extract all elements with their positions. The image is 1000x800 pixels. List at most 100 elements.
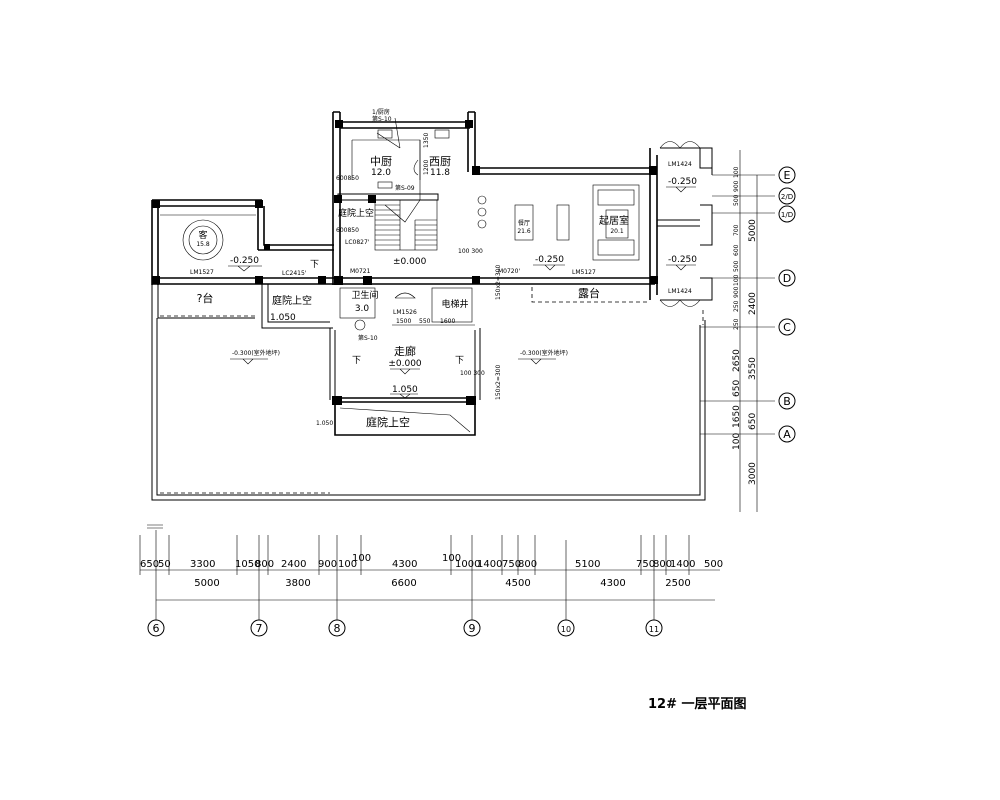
stair-calc-lower: 150x2=300: [495, 365, 502, 400]
site-outline: -0.300(室外地坪) -0.300(室外地坪): [151, 284, 706, 501]
stair-level: ±0.000: [393, 257, 427, 267]
dim-bottom: 800: [255, 559, 274, 570]
room-name-terrace: 露台: [578, 286, 600, 300]
axis-label-e: E: [784, 169, 791, 182]
dim-bottom-total: 4300: [600, 578, 625, 589]
dim-bottom: 3300: [190, 559, 215, 570]
axis-label-c: C: [783, 321, 791, 334]
dim-bottom: 5100: [575, 559, 600, 570]
dim-bottom-total: 5000: [194, 578, 219, 589]
dim-right: 250: [733, 318, 740, 330]
right-dimensions: 100 900 500 700 600 500 100 900 250 250 …: [700, 150, 796, 512]
dim-bottom: 800: [653, 559, 672, 570]
room-area-bathroom: 3.0: [355, 304, 370, 314]
lower-left-rooms: ?台 庭院上空 1.050 卫生间 3.0 第S-10 LM1526 1500 …: [157, 284, 475, 342]
axis-label-11: 11: [649, 625, 659, 634]
dim-bottom: 750: [636, 559, 655, 570]
dim-right: 700: [733, 224, 740, 236]
room-name-courtyard-void-bottom: 庭院上空: [366, 415, 410, 429]
down-label-3: 下: [455, 356, 464, 366]
dim-bottom: 650: [140, 559, 159, 570]
dim-right: 900: [733, 180, 740, 192]
down-label-1: 下: [310, 260, 319, 270]
dim-bottom: 1400: [670, 559, 695, 570]
room-name-dining: 餐厅: [518, 219, 530, 227]
level-courtyard-bottom: 1.050: [316, 420, 333, 427]
opening-lm1424-bottom: LM1424: [668, 288, 692, 295]
room-name-elevator-shaft: 电梯井: [441, 298, 468, 310]
dim-bottom-total: 6600: [391, 578, 416, 589]
room-name-courtyard-void-left: 庭院上空: [272, 294, 312, 307]
dim-right-total: 5000: [748, 219, 758, 242]
dim-right-total: 650: [748, 413, 758, 430]
dim-bottom: 500: [704, 559, 723, 570]
dim-bottom: 1400: [477, 559, 502, 570]
axis-label-7: 7: [256, 622, 263, 635]
opening-lc0827: LC0827': [345, 239, 370, 246]
opening-lm1424-top: LM1424: [668, 161, 692, 168]
level-left-terrace: -0.250: [230, 256, 259, 266]
dim-right: 600: [733, 244, 740, 256]
dim-bottom: 100: [338, 559, 357, 570]
room-name-chinese-kitchen: 中厨: [370, 155, 392, 168]
dim-right: 900: [733, 286, 740, 298]
axis-label-6: 6: [153, 622, 160, 635]
opening-600850-a: 600850: [336, 175, 359, 182]
dim-right-total: 3000: [748, 462, 758, 485]
opening-600850-b: 600850: [336, 227, 359, 234]
axis-label-1d: 1/D: [781, 211, 793, 219]
room-name-western-kitchen: 西厨: [429, 155, 451, 168]
room-name-courtyard-void-small: 庭院上空: [338, 207, 374, 219]
axis-label-a: A: [783, 428, 791, 441]
room-area-living: 20.1: [610, 228, 624, 235]
axis-label-2d: 2/D: [781, 193, 793, 201]
corridor-block: 走廊 ±0.000 下 下 1.050 庭院上空 1.050 100 300 1…: [316, 248, 502, 436]
bottom-dimensions: 650 50 3300 1050 800 2400 900 100 4300 1…: [139, 524, 723, 637]
level-outdoor-right: -0.300(室外地坪): [520, 349, 568, 357]
opening-lm5127: LM5127: [572, 269, 596, 276]
stair-calc-upper: 150x2=300: [495, 265, 502, 300]
opening-lm1526: LM1526: [393, 309, 417, 316]
drawing-title: 12# 一层平面图: [648, 697, 747, 712]
room-area-dining: 21.6: [517, 228, 531, 235]
room-area-chinese-kitchen: 12.0: [371, 168, 391, 178]
dim-1200: 1200: [423, 160, 430, 175]
living-room-block: 餐厅 21.6 起居室 20.1 -0.250 露台: [472, 166, 657, 303]
opening-m0721: M0721: [350, 268, 371, 275]
room-name-balcony: ?台: [197, 291, 214, 305]
axis-label-d: D: [783, 272, 791, 285]
dim-bottom-top: 100: [352, 553, 371, 564]
room-name-corridor: 走廊: [394, 344, 416, 358]
room-name-bathroom: 卫生间: [351, 289, 378, 301]
opening-lc2415: LC2415': [282, 270, 307, 277]
stair-area: 庭院上空 600850 LC0827' ±0.000: [334, 193, 439, 267]
right-bay: LM1424 LM1424 -0.250 -0.250: [649, 141, 713, 307]
dim-bottom-total: 2500: [665, 578, 690, 589]
room-name-living: 起居室: [599, 214, 629, 227]
level-corridor-edge: 1.050: [392, 385, 418, 395]
note-ms: 第S-10: [372, 115, 392, 123]
stair-dims-upper: 100 300: [458, 248, 483, 255]
dim-bottom-total: 4500: [505, 578, 530, 589]
dim-bottom: 1050: [235, 559, 260, 570]
room-area-guest: 15.8: [196, 241, 210, 248]
note-ms3: 第S-10: [358, 334, 378, 342]
dim-bottom: 4300: [392, 559, 417, 570]
dim-right: 100: [733, 166, 740, 178]
note-kitchen: 1/厨房: [372, 108, 390, 116]
dim-right-total: 2400: [748, 292, 758, 315]
dim-right-total: 3550: [748, 357, 758, 380]
level-courtyard-left: 1.050: [270, 313, 296, 323]
dim-right: 250: [733, 300, 740, 312]
down-label-2: 下: [352, 356, 361, 366]
opening-m0720: M0720': [498, 268, 520, 275]
dim-1500: 1500: [396, 318, 411, 325]
dim-bottom: 800: [518, 559, 537, 570]
level-bay-bottom: -0.250: [668, 255, 697, 265]
opening-lm1527: LM1527: [190, 269, 214, 276]
room-name-guest: 客: [198, 229, 207, 241]
dim-bottom: 2400: [281, 559, 306, 570]
left-terrace: 客 15.8 LM1527 -0.250: [151, 199, 334, 285]
dim-bottom: 1000: [455, 559, 480, 570]
